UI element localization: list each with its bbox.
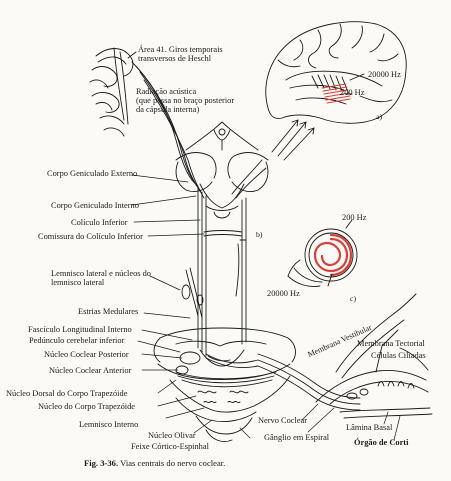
label-nucleo-corpo-trapezoide: Núcleo do Corpo Trapezóide xyxy=(38,402,135,411)
label-acoustic-radiation: Radiação acústica (que passa no braço po… xyxy=(136,87,234,114)
midbrain-section xyxy=(175,121,269,219)
label-nucleo-dorsal-trapezoide: Núcleo Dorsal do Corpo Trapezóide xyxy=(6,389,128,398)
spiral-leaders xyxy=(327,219,353,287)
figure-caption: Fig. 3-36. Vias centrais do nervo coclea… xyxy=(84,458,225,468)
label-200hz-brain: 200 Hz xyxy=(340,88,365,97)
label-orgao-de-corti: Órgão de Corti xyxy=(354,438,409,447)
label-20000hz-spiral: 20000 Hz xyxy=(267,289,300,298)
label-coliculo-inferior: Colículo Inferior xyxy=(71,218,128,227)
label-corpo-geniculado-interno: Corpo Geniculado Interno xyxy=(51,201,139,210)
label-membrana-tectorial: Membrana Tectorial xyxy=(357,339,425,348)
cochlear-nerve xyxy=(205,293,433,419)
label-acoustic-radiation-line2: (que passa no braço posterior xyxy=(136,96,235,105)
label-acoustic-radiation-line3: da cápsula interna) xyxy=(136,105,200,114)
projection-arrows xyxy=(271,119,315,161)
label-lemnisco-interno: Lemnisco Interno xyxy=(79,420,139,429)
label-feixe-cortico-espinhal: Feixe Córtico-Espinhal xyxy=(131,442,209,451)
label-panel-a: a) xyxy=(376,112,383,121)
leader-lines xyxy=(131,174,401,441)
label-lamina-basal: Lâmina Basal xyxy=(346,423,393,432)
label-comissura-coliculo: Comissura do Colículo Inferior xyxy=(38,232,143,241)
label-nervo-coclear: Nervo Coclear xyxy=(258,416,308,425)
label-200hz-spiral: 200 Hz xyxy=(342,213,367,222)
label-lemnisco-lateral-line2: lemnisco lateral xyxy=(51,278,105,287)
label-ganglio-espiral: Gânglio em Espiral xyxy=(264,433,330,442)
label-nucleo-coclear-anterior: Núcleo Coclear Anterior xyxy=(49,366,132,375)
label-panel-b: b) xyxy=(256,230,263,239)
cortex-fragment xyxy=(89,47,137,137)
figure-caption-text: Vias centrais do nervo coclear. xyxy=(120,458,226,468)
label-celulas-ciliadas: Células Ciliadas xyxy=(371,351,426,360)
label-corpo-geniculado-externo: Corpo Geniculado Externo xyxy=(47,169,138,178)
label-fasciculo-longitudinal: Fascículo Longitudinal Interno xyxy=(28,325,132,334)
label-estrias-medulares: Estrias Medulares xyxy=(78,307,139,316)
label-area-41: Área 41. Giros temporais transversos de … xyxy=(138,45,223,63)
label-acoustic-radiation-line1: Radiação acústica xyxy=(136,87,197,96)
medulla-section xyxy=(153,327,296,442)
label-area-41-line2: transversos de Heschl xyxy=(138,54,212,63)
label-lemnisco-lateral: Lemnisco lateral e núcleos do lemnisco l… xyxy=(51,269,151,287)
heschl-highlight xyxy=(321,83,351,104)
label-area-41-line1: Área 41. Giros temporais xyxy=(138,45,223,54)
figure-number: Fig. 3-36. xyxy=(84,458,119,468)
label-nucleo-olivar: Núcleo Olivar xyxy=(148,431,196,440)
label-panel-c: c) xyxy=(350,294,357,303)
label-nucleo-coclear-posterior: Núcleo Coclear Posterior xyxy=(44,350,129,359)
label-lemnisco-lateral-line1: Lemnisco lateral e núcleos do xyxy=(51,269,151,278)
label-20000hz-brain: 20000 Hz xyxy=(368,70,401,79)
label-pedunculo-cerebelar: Pedúnculo cerebelar inferior xyxy=(29,336,125,345)
cochlea-highlight xyxy=(313,233,353,277)
ascending-fibers xyxy=(131,61,267,357)
brain-lateral-view xyxy=(265,21,407,124)
